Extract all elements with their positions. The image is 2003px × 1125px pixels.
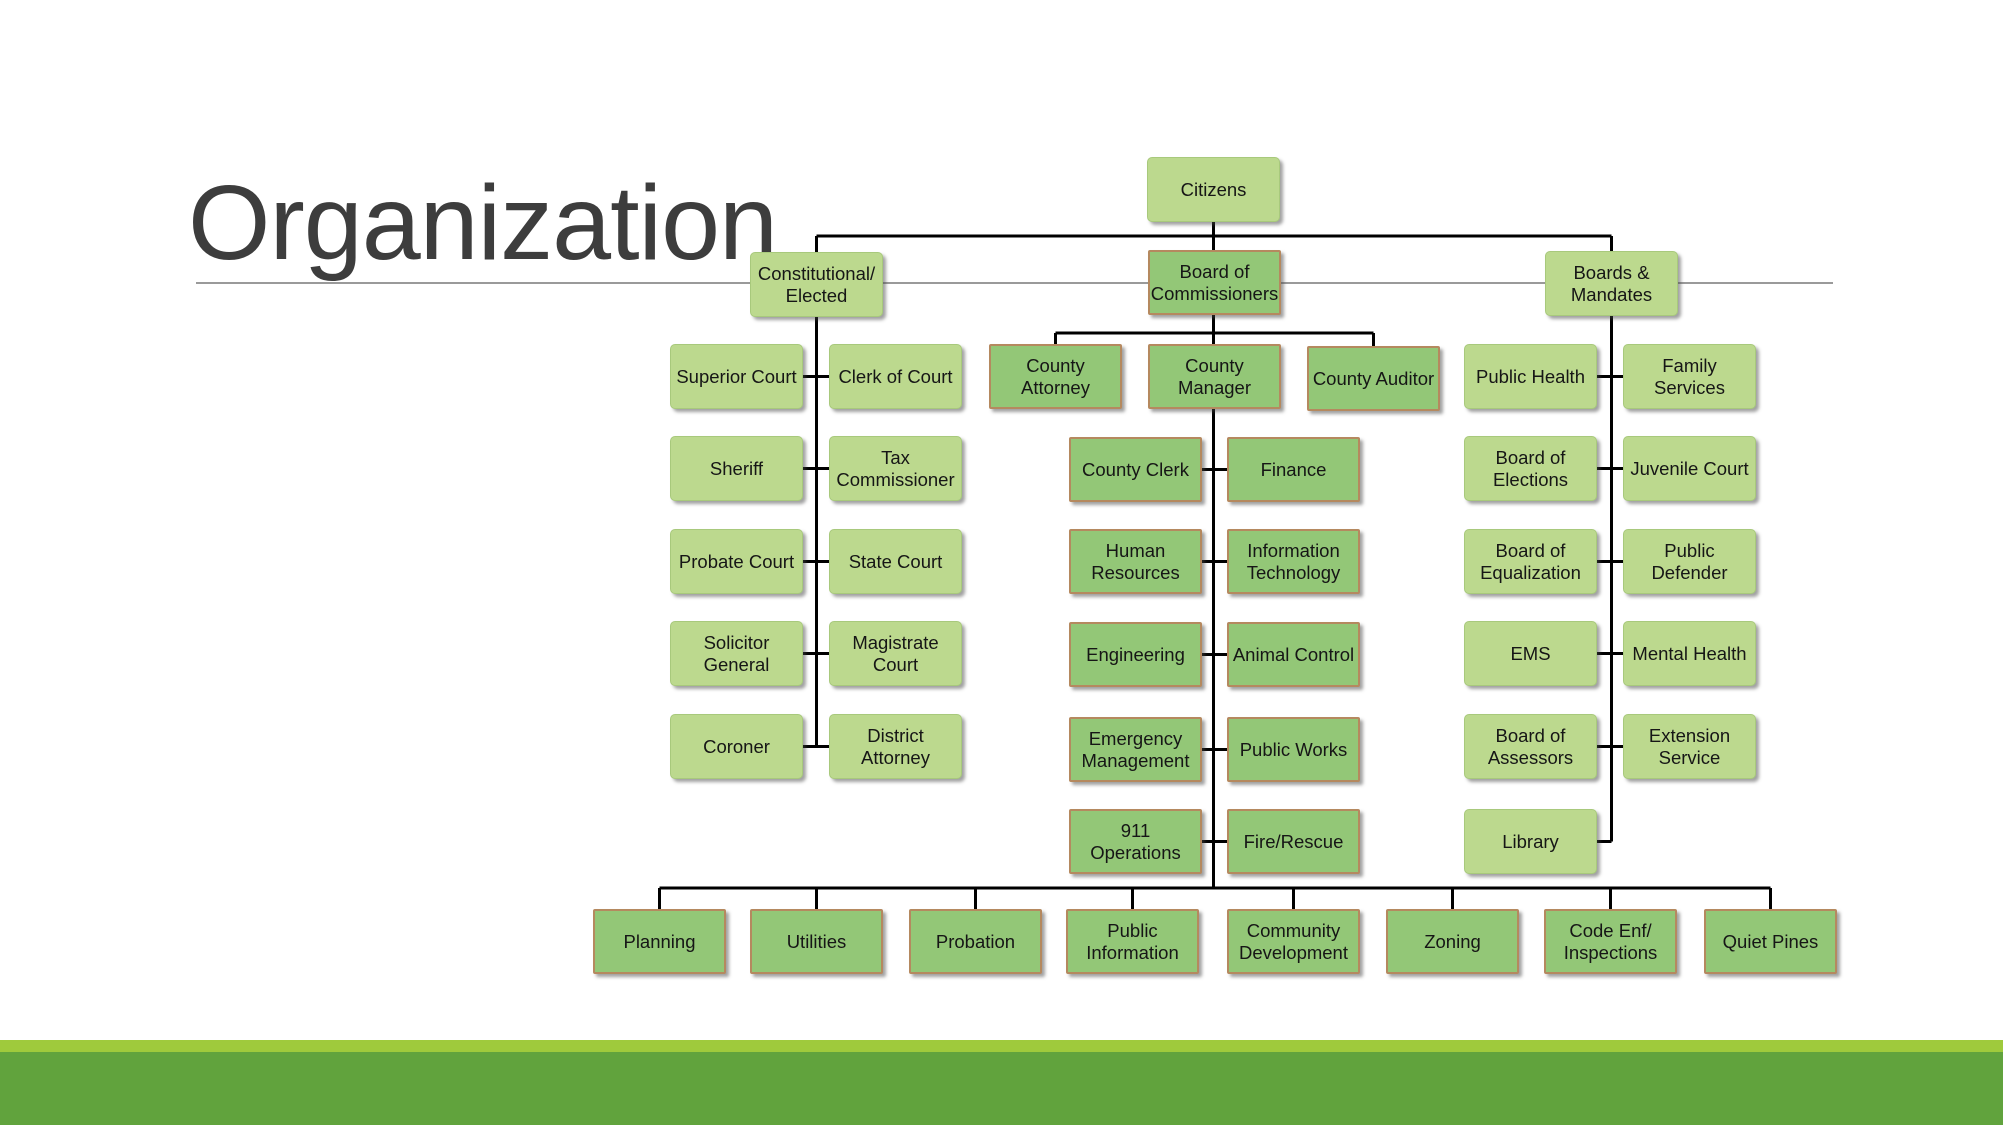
node-probation: Probation bbox=[909, 909, 1042, 974]
node-citizens: Citizens bbox=[1147, 157, 1280, 222]
node-solicitor-general: Solicitor General bbox=[670, 621, 803, 686]
node-probate-court: Probate Court bbox=[670, 529, 803, 594]
node-board-of-commissioners: Board of Commissioners bbox=[1148, 250, 1281, 315]
node-county-manager: County Manager bbox=[1148, 344, 1281, 409]
node-zoning: Zoning bbox=[1386, 909, 1519, 974]
connector-middle-stubs bbox=[1202, 468, 1227, 843]
connector-right-stubs bbox=[1597, 375, 1623, 843]
node-boards-mandates: Boards & Mandates bbox=[1545, 251, 1678, 316]
node-board-of-assessors: Board of Assessors bbox=[1464, 714, 1597, 779]
node-coroner: Coroner bbox=[670, 714, 803, 779]
node-fire-rescue: Fire/Rescue bbox=[1227, 809, 1360, 874]
node-family-services: Family Services bbox=[1623, 344, 1756, 409]
node-county-attorney: County Attorney bbox=[989, 344, 1122, 409]
node-public-works: Public Works bbox=[1227, 717, 1360, 782]
node-ems: EMS bbox=[1464, 621, 1597, 686]
node-human-resources: Human Resources bbox=[1069, 529, 1202, 594]
node-clerk-of-court: Clerk of Court bbox=[829, 344, 962, 409]
node-utilities: Utilities bbox=[750, 909, 883, 974]
title-underline bbox=[196, 282, 1833, 284]
connector-officers bbox=[1054, 315, 1375, 346]
node-mental-health: Mental Health bbox=[1623, 621, 1756, 686]
node-public-health: Public Health bbox=[1464, 344, 1597, 409]
node-animal-control: Animal Control bbox=[1227, 622, 1360, 687]
node-911-operations: 911 Operations bbox=[1069, 809, 1202, 874]
footer-accent-stripe bbox=[0, 1040, 2003, 1052]
node-board-of-equalization: Board of Equalization bbox=[1464, 529, 1597, 594]
node-sheriff: Sheriff bbox=[670, 436, 803, 501]
slide-title: Organization bbox=[188, 164, 778, 282]
node-juvenile-court: Juvenile Court bbox=[1623, 436, 1756, 501]
node-tax-commissioner: Tax Commissioner bbox=[829, 436, 962, 501]
node-public-defender: Public Defender bbox=[1623, 529, 1756, 594]
node-library: Library bbox=[1464, 809, 1597, 874]
connector-bottom-drops bbox=[658, 888, 1772, 909]
connector-left-stubs bbox=[803, 375, 829, 748]
node-district-attorney: District Attorney bbox=[829, 714, 962, 779]
node-extension-service: Extension Service bbox=[1623, 714, 1756, 779]
node-finance: Finance bbox=[1227, 437, 1360, 502]
node-state-court: State Court bbox=[829, 529, 962, 594]
node-community-development: Community Development bbox=[1227, 909, 1360, 974]
node-information-technology: Information Technology bbox=[1227, 529, 1360, 594]
node-public-information: Public Information bbox=[1066, 909, 1199, 974]
node-board-of-elections: Board of Elections bbox=[1464, 436, 1597, 501]
node-emergency-management: Emergency Management bbox=[1069, 717, 1202, 782]
node-code-enf-inspections: Code Enf/ Inspections bbox=[1544, 909, 1677, 974]
node-planning: Planning bbox=[593, 909, 726, 974]
node-quiet-pines: Quiet Pines bbox=[1704, 909, 1837, 974]
node-county-auditor: County Auditor bbox=[1307, 346, 1440, 411]
footer-bar bbox=[0, 1052, 2003, 1125]
node-constitutional-elected: Constitutional/ Elected bbox=[750, 252, 883, 317]
node-superior-court: Superior Court bbox=[670, 344, 803, 409]
node-engineering: Engineering bbox=[1069, 622, 1202, 687]
node-magistrate-court: Magistrate Court bbox=[829, 621, 962, 686]
node-county-clerk: County Clerk bbox=[1069, 437, 1202, 502]
